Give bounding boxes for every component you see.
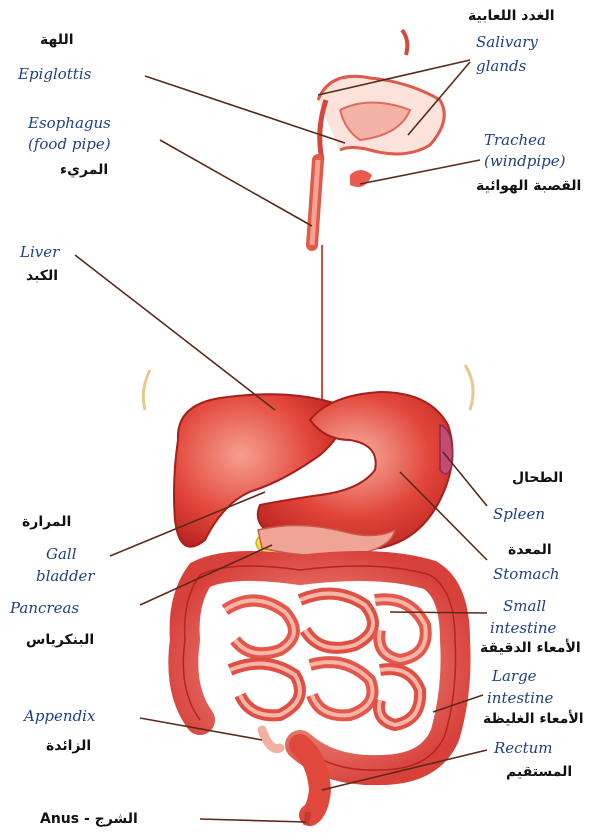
gall-bladder-label-line2: bladder — [36, 568, 95, 585]
gall-bladder-label-line1: Gall — [46, 546, 77, 563]
salivary-label-ar: الغدد اللعابية — [468, 8, 588, 25]
anus-label-ar: الشرج — [95, 811, 138, 827]
epiglottis-label: Epiglottis — [18, 66, 91, 83]
epiglottis-label-ar: اللهة — [40, 32, 140, 49]
esophagus-label-line2: (food pipe) — [28, 136, 111, 153]
stomach-label-ar: المعدة — [508, 542, 588, 559]
pancreas-label-ar: البنكرياس — [26, 632, 136, 649]
liver-label: Liver — [20, 244, 59, 261]
esophagus-label-ar: المريء — [60, 162, 140, 179]
trachea-label-line1: Trachea — [484, 132, 546, 149]
appendix-label: Appendix — [24, 708, 95, 725]
anus-label-sep: - — [79, 811, 95, 827]
appendix — [262, 730, 280, 749]
anal-canal — [306, 812, 308, 825]
large-intestine-label-ar: الأمعاء الغليظة — [483, 711, 601, 728]
torso-outline-right — [465, 365, 473, 410]
salivary-label-line1: Salivary — [476, 34, 538, 51]
leader-epiglottis — [145, 76, 345, 143]
large-intestine-label-line2: intestine — [487, 690, 553, 707]
leader-small-intestine — [390, 612, 487, 613]
salivary-label-line2: glands — [476, 58, 526, 75]
rectum-label: Rectum — [494, 740, 552, 757]
trachea-label-line2: (windpipe) — [484, 153, 565, 170]
head-region — [318, 30, 444, 187]
salivary-gland-top — [402, 30, 407, 55]
small-intestine — [225, 594, 426, 725]
trachea-label-ar: القصبة الهوائية — [476, 178, 600, 195]
pharynx — [320, 100, 326, 160]
rectum-label-ar: المستقيم — [506, 764, 586, 781]
spleen-label-ar: الطحال — [512, 470, 592, 487]
leader-liver — [75, 255, 275, 410]
anus-label: Anus - الشرج — [40, 811, 138, 827]
small-intestine-label-line1: Small — [503, 598, 546, 615]
rectum — [300, 745, 320, 815]
anus-label-en: Anus — [40, 811, 79, 827]
esophagus-label-line1: Esophagus — [28, 115, 111, 132]
small-intestine-label-line2: intestine — [490, 620, 556, 637]
stomach-label: Stomach — [493, 566, 560, 583]
gall-bladder-label-ar: المرارة — [22, 514, 112, 531]
leader-anus — [200, 819, 306, 822]
appendix-label-ar: الزائدة — [46, 738, 126, 755]
liver-label-ar: الكبد — [26, 268, 86, 285]
leader-spleen — [443, 452, 487, 506]
leader-esophagus — [160, 140, 312, 226]
leader-trachea — [360, 160, 480, 184]
torso-outline-left — [143, 370, 150, 410]
small-intestine-label-ar: الأمعاء الدقيقة — [480, 640, 600, 657]
large-intestine-label-line1: Large — [492, 668, 537, 685]
spleen-label: Spleen — [493, 506, 545, 523]
pancreas-label: Pancreas — [10, 600, 79, 617]
